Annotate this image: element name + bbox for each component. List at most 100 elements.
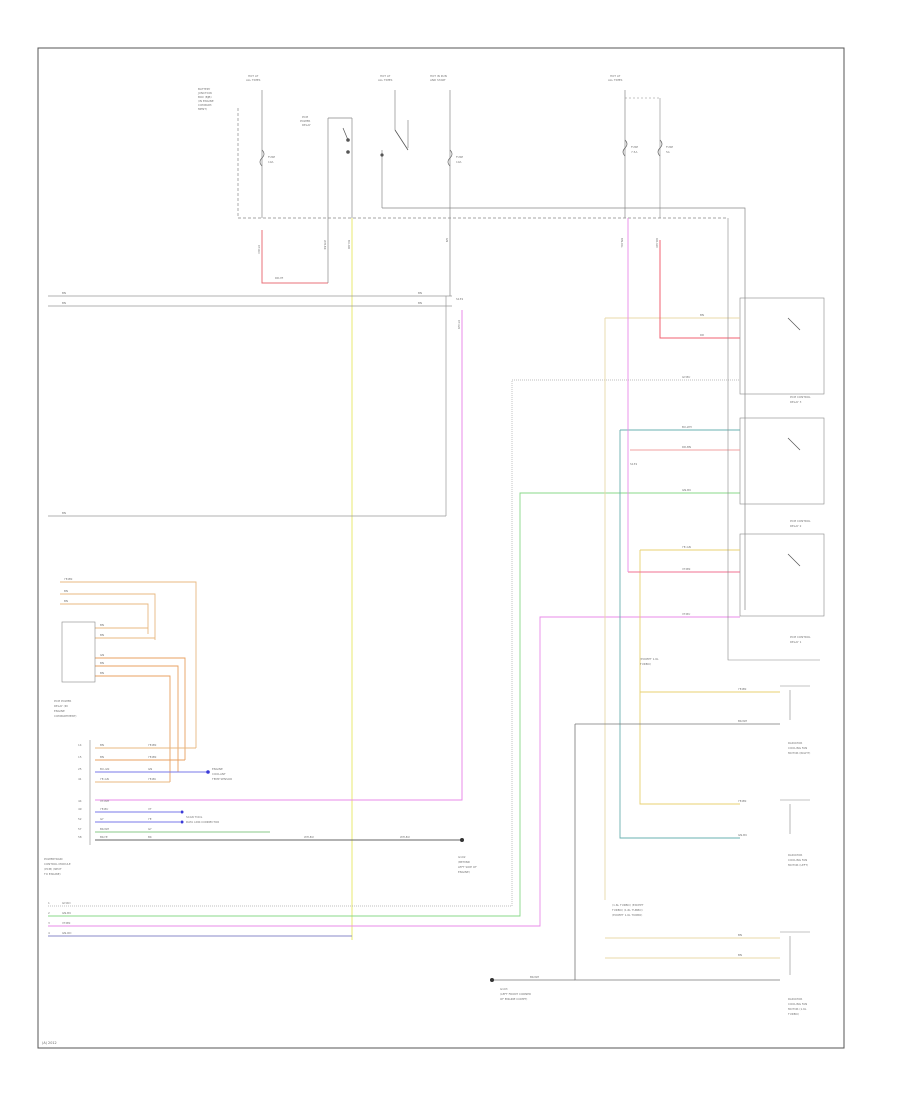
svg-text:COOLING FAN: COOLING FAN — [788, 746, 807, 750]
svg-text:G103: G103 — [500, 987, 508, 991]
svg-text:7.5A: 7.5A — [631, 150, 637, 154]
svg-text:G102: G102 — [458, 855, 466, 859]
fuse-a: FUSE 10A — [259, 149, 275, 167]
svg-text:BN: BN — [64, 589, 68, 593]
svg-text:RD-BN: RD-BN — [682, 445, 691, 449]
left-connector-pin-2: BN — [62, 301, 66, 305]
svg-text:YE-BU: YE-BU — [100, 807, 108, 811]
svg-text:15: 15 — [78, 755, 82, 759]
svg-text:COMPART-: COMPART- — [198, 103, 212, 107]
svg-text:(1.6L TURBO) (EXCEPT: (1.6L TURBO) (EXCEPT — [612, 903, 644, 907]
wire-label-w2: WH-BK — [323, 240, 327, 250]
svg-text:PCM: PCM — [302, 115, 309, 119]
svg-text:GY-BU: GY-BU — [682, 375, 690, 379]
junction-box-outline — [237, 108, 728, 219]
wire-label-red: RD-YE — [275, 276, 283, 280]
svg-text:BK-WH: BK-WH — [530, 975, 539, 979]
svg-text:VT-BN: VT-BN — [62, 921, 70, 925]
left-connector-pin-1: BN — [62, 291, 66, 295]
wire-label-w6: RD-GN — [655, 238, 659, 247]
svg-text:RADIATOR: RADIATOR — [788, 853, 802, 857]
svg-text:OF ENGINE COMPT): OF ENGINE COMPT) — [500, 997, 527, 1001]
svg-text:YE-GN: YE-GN — [682, 545, 691, 549]
svg-text:MOTOR (LEFT): MOTOR (LEFT) — [788, 863, 808, 867]
bus-right-label-2: BN — [418, 301, 422, 305]
svg-text:4: 4 — [48, 931, 50, 935]
svg-text:(EXCEPT 1.6L TURBO): (EXCEPT 1.6L TURBO) — [612, 913, 642, 917]
svg-text:GN-BU: GN-BU — [682, 488, 691, 492]
svg-text:5A: 5A — [666, 150, 670, 154]
svg-text:TURBO): TURBO) — [639, 662, 651, 666]
svg-text:TEMP SENSOR: TEMP SENSOR — [211, 777, 232, 781]
svg-text:58: 58 — [78, 835, 82, 839]
svg-text:RD: RD — [700, 333, 704, 337]
svg-text:2: 2 — [48, 911, 50, 915]
svg-text:(IN ENGINE: (IN ENGINE — [198, 99, 214, 103]
svg-text:3: 3 — [48, 921, 50, 925]
svg-text:ALL TIMES: ALL TIMES — [378, 78, 393, 82]
svg-text:1: 1 — [48, 901, 50, 905]
svg-text:YE-BK: YE-BK — [148, 777, 156, 781]
svg-text:YE-BN: YE-BN — [148, 755, 156, 759]
svg-text:YE: YE — [148, 817, 152, 821]
pcm-power-relay-top-label: PCM POWER RELAY — [300, 115, 311, 127]
svg-text:BN: BN — [100, 671, 104, 675]
svg-text:RELAY (IN: RELAY (IN — [54, 704, 68, 708]
svg-text:BATTERY: BATTERY — [198, 87, 211, 91]
wire-label-w1: VT-RD — [257, 245, 261, 253]
pcm-power-relay-switch — [327, 117, 353, 218]
svg-text:44: 44 — [78, 799, 82, 803]
svg-text:10A: 10A — [268, 160, 274, 164]
wire-magenta-pcm — [95, 310, 463, 801]
svg-text:TURBO): TURBO) — [787, 1012, 799, 1016]
fuse-group-4-label: HOT AT ALL TIMES — [608, 74, 623, 82]
svg-text:PCM CONTROL: PCM CONTROL — [790, 635, 811, 639]
svg-text:57: 57 — [78, 827, 82, 831]
pcm-control-relay-3: BN RD GY-BU PCM CONTROL RELAY 3 — [604, 240, 825, 900]
svg-text:TURBO) (1.6L TURBO): TURBO) (1.6L TURBO) — [611, 908, 643, 912]
svg-text:COOLING FAN: COOLING FAN — [788, 858, 807, 862]
svg-text:PCM CONTROL: PCM CONTROL — [790, 519, 811, 523]
svg-text:GN: GN — [100, 653, 104, 657]
svg-text:VT-BN: VT-BN — [682, 567, 690, 571]
svg-text:GY: GY — [100, 817, 104, 821]
svg-text:DATA LINK CONNECTOR: DATA LINK CONNECTOR — [186, 820, 219, 824]
svg-text:TO ENGINE): TO ENGINE) — [43, 872, 61, 876]
pcm-power-relay-cluster: YE-BN BN BN BN BN GN BN BN PCM POWER REL… — [54, 577, 197, 782]
fuse-group-3-label: HOT IN RUN AND START — [430, 74, 447, 82]
svg-text:YE-BN: YE-BN — [738, 799, 746, 803]
svg-text:VT-BU: VT-BU — [682, 612, 690, 616]
svg-text:BN: BN — [700, 313, 704, 317]
svg-text:FUSE: FUSE — [666, 145, 673, 149]
svg-text:10A: 10A — [456, 160, 462, 164]
svg-text:RELAY: RELAY — [302, 123, 311, 127]
svg-text:GY-RD: GY-RD — [62, 901, 71, 905]
splice-label: S139 — [456, 297, 463, 301]
pcm-control-relay-2: BU-WH RD-BN GN-BU S139 PCM CONTROL RELAY… — [619, 417, 825, 839]
svg-text:HOT IN RUN: HOT IN RUN — [430, 74, 447, 78]
wire-label-w4: GN — [445, 238, 449, 242]
svg-text:COOLANT: COOLANT — [212, 772, 226, 776]
radiator-fan-motor-right: YE-BN BK-WH (EXCEPT 1.6L TURBO) RADIATOR… — [575, 657, 810, 755]
svg-text:52: 52 — [78, 817, 82, 821]
svg-text:(LEFT FRONT CORNER: (LEFT FRONT CORNER — [500, 992, 531, 996]
svg-text:SCAN TOOL: SCAN TOOL — [186, 815, 203, 819]
svg-text:ENGINE: ENGINE — [54, 709, 65, 713]
pcm-module: BN BN BU-GN YE-GN VT-WH YE-BU GY BK-WH B… — [43, 740, 477, 876]
svg-text:(EXCEPT 1.6L: (EXCEPT 1.6L — [640, 657, 659, 661]
relay-rail — [727, 218, 820, 661]
svg-text:HOT AT: HOT AT — [248, 74, 259, 78]
svg-text:RELAY 1: RELAY 1 — [790, 640, 802, 644]
svg-text:BN: BN — [100, 743, 104, 747]
svg-text:HOT AT: HOT AT — [610, 74, 621, 78]
ground-g103: BK-WH G103 (LEFT FRONT CORNER OF ENGINE … — [490, 975, 575, 1001]
svg-text:S139: S139 — [630, 462, 637, 466]
svg-text:YE-GN: YE-GN — [100, 777, 109, 781]
wire-label-w3: BU-RD — [347, 240, 351, 249]
svg-text:GN-BU: GN-BU — [738, 833, 747, 837]
svg-text:FUSE: FUSE — [456, 155, 463, 159]
svg-text:MENT): MENT) — [198, 107, 207, 111]
footer-code: (A) 2012 — [42, 1041, 57, 1045]
svg-text:ALL TIMES: ALL TIMES — [608, 78, 623, 82]
